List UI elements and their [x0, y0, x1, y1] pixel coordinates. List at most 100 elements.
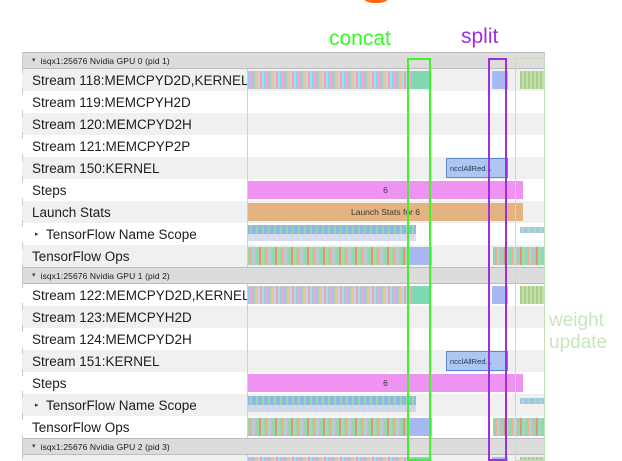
trace-row-label: Stream 121:MEMCPYP2P	[22, 138, 247, 154]
group-header-2[interactable]: ▾isqx1:25676 Nvidia GPU 2 (pid 3)	[22, 438, 545, 455]
trace-row[interactable]: TensorFlow Ops	[22, 416, 545, 438]
weight-update-kernel-strip	[520, 71, 545, 89]
trace-row[interactable]: Stream 122:MEMCPYD2D,KERNEL,MI	[22, 284, 545, 306]
tensorflow-ops-concat-block	[410, 247, 432, 265]
trace-row-label: Stream 124:MEMCPYD2H	[22, 331, 247, 347]
row-track	[247, 245, 545, 267]
group-collapse-caret[interactable]: ▾	[32, 443, 36, 450]
trace-row-label: TensorFlow Ops	[22, 419, 247, 435]
steps-bar-label: 6	[383, 378, 388, 388]
tensorflow-ops-strip-right	[493, 418, 545, 436]
group-collapse-caret[interactable]: ▾	[32, 57, 36, 64]
row-track	[247, 455, 545, 461]
name-scope-strip-right	[520, 398, 545, 404]
trace-row-label: ▸TensorFlow Name Scope	[22, 397, 247, 413]
weight-update-kernel-strip	[520, 286, 545, 304]
trace-row[interactable]: TensorFlow Ops	[22, 245, 545, 267]
row-track	[247, 306, 545, 328]
row-track: 6	[247, 372, 545, 394]
trace-row-label: Stream 118:MEMCPYD2D,KERNEL,ME	[22, 72, 247, 88]
trace-row-label-text: Stream 150:KERNEL	[32, 160, 160, 176]
group-collapse-caret[interactable]: ▾	[32, 272, 36, 279]
trace-row[interactable]: Stream 123:MEMCPYH2D	[22, 306, 545, 328]
group-header-0[interactable]: ▾ isqx1:25676 Nvidia GPU 0 (pid 1)	[22, 52, 545, 69]
trace-row[interactable]: Steps 6	[22, 372, 545, 394]
launch-stats-bar[interactable]: Launch Stats for 6	[248, 203, 523, 221]
name-scope-substrip	[248, 234, 416, 241]
row-track	[247, 113, 545, 135]
row-track: ncclAllRed...	[247, 350, 545, 372]
split-kernel-block	[492, 457, 508, 461]
concat-kernel-block	[411, 71, 431, 89]
nccl-allreduce-bar[interactable]: ncclAllRed...	[446, 158, 508, 178]
group-header-1[interactable]: ▾isqx1:25676 Nvidia GPU 1 (pid 2)	[22, 267, 545, 284]
trace-row-label: Stream 123:MEMCPYH2D	[22, 309, 247, 325]
trace-row-label: Stream 150:KERNEL	[22, 160, 247, 176]
group-header-label: isqx1:25676 Nvidia GPU 0 (pid 1)	[40, 55, 170, 66]
weight-update-kernel-strip	[520, 457, 545, 461]
trace-row[interactable]: Stream 119:MEMCPYH2D	[22, 91, 545, 113]
row-track	[247, 416, 545, 438]
trace-row-label-text: Stream 123:MEMCPYH2D	[32, 309, 192, 325]
trace-row-label-text: Stream 118:MEMCPYD2D,KERNEL,ME	[32, 72, 247, 88]
trace-row-label: Steps	[22, 182, 247, 198]
trace-row-label: Steps	[22, 375, 247, 391]
trace-row[interactable]: Stream 120:MEMCPYD2H	[22, 113, 545, 135]
trace-row[interactable]: Stream 121:MEMCPYP2P	[22, 135, 545, 157]
trace-row-label-text: Steps	[32, 182, 67, 198]
kernel-activity-strip	[248, 457, 418, 461]
trace-row[interactable]: Stream 124:MEMCPYD2H	[22, 328, 545, 350]
expand-caret-icon[interactable]: ▸	[35, 231, 39, 238]
trace-row[interactable]: Stream 118:MEMCPYD2D,KERNEL,ME	[22, 69, 545, 91]
trace-row[interactable]: Stream 126:MEMCPYD2D,KERNEL,MI	[22, 455, 545, 461]
row-track	[247, 328, 545, 350]
row-track	[247, 284, 545, 306]
trace-row-label-text: Stream 151:KERNEL	[32, 353, 160, 369]
cropped-title-fragment	[363, 0, 389, 3]
trace-row[interactable]: ▸TensorFlow Name Scope	[22, 394, 545, 416]
trace-row[interactable]: Stream 151:KERNEL ncclAllRed...	[22, 350, 545, 372]
row-track	[247, 91, 545, 113]
trace-row[interactable]: Stream 150:KERNEL ncclAllRed...	[22, 157, 545, 179]
split-kernel-block	[492, 286, 508, 304]
trace-row-label: Launch Stats	[22, 204, 247, 220]
trace-row-label-text: Stream 126:MEMCPYD2D,KERNEL,MI	[32, 459, 247, 461]
row-track: 6	[247, 179, 545, 201]
trace-row-label: ▸ TensorFlow Name Scope	[22, 226, 247, 242]
name-scope-strip	[248, 225, 416, 234]
trace-row-label: Stream 120:MEMCPYD2H	[22, 116, 247, 132]
tensorflow-ops-strip	[248, 418, 410, 436]
row-track	[247, 69, 545, 91]
trace-viewer-panel[interactable]: ▾ isqx1:25676 Nvidia GPU 0 (pid 1) Stream …	[22, 52, 545, 461]
tensorflow-ops-strip	[248, 247, 410, 265]
trace-row-label-text: TensorFlow Ops	[32, 419, 130, 435]
concat-kernel-block	[411, 286, 431, 304]
trace-row-label: Stream 119:MEMCPYH2D	[22, 94, 247, 110]
trace-row-label: Stream 122:MEMCPYD2D,KERNEL,MI	[22, 287, 247, 303]
row-track: ncclAllRed...	[247, 157, 545, 179]
row-track	[247, 223, 545, 245]
expand-caret-icon[interactable]: ▸	[35, 402, 39, 409]
trace-row[interactable]: Launch Stats Launch Stats for 6	[22, 201, 545, 223]
trace-row[interactable]: Steps 6	[22, 179, 545, 201]
nccl-allreduce-bar[interactable]: ncclAllRed...	[446, 351, 508, 371]
trace-row-label-text: Stream 120:MEMCPYD2H	[32, 116, 192, 132]
row-track: Launch Stats for 6	[247, 201, 545, 223]
trace-row-label-text: TensorFlow Ops	[32, 248, 130, 264]
trace-row-label-text: Stream 119:MEMCPYH2D	[32, 94, 191, 110]
annotation-concat: concat	[329, 27, 391, 50]
steps-bar[interactable]: 6	[248, 374, 523, 392]
steps-bar[interactable]: 6	[248, 181, 523, 199]
launch-stats-bar-label: Launch Stats for 6	[351, 207, 420, 217]
tensorflow-ops-strip-right	[493, 247, 545, 265]
trace-row-label: Stream 151:KERNEL	[22, 353, 247, 369]
trace-row-label-text: TensorFlow Name Scope	[46, 226, 197, 242]
tensorflow-ops-concat-block	[410, 418, 432, 436]
split-kernel-block	[492, 71, 508, 89]
row-track	[247, 394, 545, 416]
name-scope-substrip	[248, 405, 416, 412]
trace-row[interactable]: ▸ TensorFlow Name Scope	[22, 223, 545, 245]
annotation-split: split	[461, 25, 499, 48]
trace-row-label-text: Steps	[32, 375, 67, 391]
